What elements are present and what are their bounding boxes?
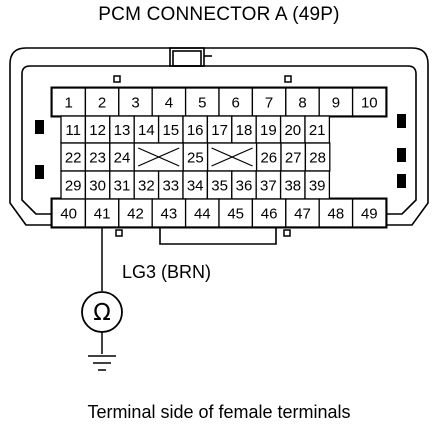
pin-label: 19 xyxy=(260,122,277,139)
pin-label: 3 xyxy=(131,95,139,112)
diagram-title: PCM CONNECTOR A (49P) xyxy=(98,4,340,25)
pin-label: 20 xyxy=(284,122,301,139)
pin-label: 41 xyxy=(94,206,111,223)
pin-label: 38 xyxy=(284,178,301,195)
pin-label: 34 xyxy=(187,178,204,195)
pin-label: 15 xyxy=(162,122,179,139)
pin-label: 48 xyxy=(328,206,345,223)
pin-label: 9 xyxy=(332,95,340,112)
pin-cell-8 xyxy=(285,87,320,117)
pin-label: 45 xyxy=(227,206,244,223)
bottom-key-left xyxy=(115,229,123,237)
pin-label: 30 xyxy=(89,178,106,195)
pin-cell-10 xyxy=(351,87,387,117)
pin-cell-21 xyxy=(304,115,331,144)
pin-label: 42 xyxy=(127,206,144,223)
pin-label: 43 xyxy=(161,206,178,223)
connector-housing-outer xyxy=(9,47,429,226)
pin-label: 37 xyxy=(260,178,277,195)
pin-label: 31 xyxy=(114,178,131,195)
pin-cell-31 xyxy=(109,170,135,200)
pin-label: 49 xyxy=(361,206,378,223)
cavity-cross-icon xyxy=(211,147,253,167)
pin-cell-14 xyxy=(133,115,160,144)
pin-label: 12 xyxy=(89,122,106,139)
pin-label: 39 xyxy=(309,178,326,195)
pin-label: 6 xyxy=(232,95,240,112)
pin-label: 35 xyxy=(211,178,228,195)
pin-label: 7 xyxy=(265,95,273,112)
pin-label: 33 xyxy=(162,178,179,195)
pin-label: 11 xyxy=(65,122,81,139)
top-latch-inner xyxy=(172,50,202,67)
pin-label: 5 xyxy=(198,95,206,112)
pin-label: 27 xyxy=(285,150,302,167)
pin-cell-47 xyxy=(285,198,320,228)
bottom-tab xyxy=(159,228,277,245)
pin-cell-33 xyxy=(157,170,184,200)
pin-cell-18 xyxy=(231,115,257,144)
right-lock-lower xyxy=(397,174,406,188)
pin-label: 13 xyxy=(114,122,131,139)
connector-housing-inner xyxy=(21,65,417,215)
pin-cell-6 xyxy=(218,87,254,117)
pin-cell-17 xyxy=(206,115,233,144)
right-lock-upper xyxy=(397,114,406,128)
ohmmeter-symbol: Ω xyxy=(93,300,111,326)
pin-label: 29 xyxy=(65,178,82,195)
pin-label: 1 xyxy=(65,95,73,112)
pin-label: 16 xyxy=(187,122,204,139)
pin-label: 26 xyxy=(260,150,277,167)
pin-cell-43 xyxy=(151,198,187,228)
pin-label: 25 xyxy=(187,150,204,167)
pin-label: 47 xyxy=(294,206,311,223)
pin-label: 24 xyxy=(114,150,131,167)
pin-cell-4 xyxy=(151,87,187,117)
pin-cell-46 xyxy=(251,198,287,228)
pin-label: 36 xyxy=(236,178,253,195)
pin-label: 21 xyxy=(309,122,326,139)
top-key-right xyxy=(284,75,292,83)
pin-cell-40 xyxy=(51,198,87,228)
pin-label: 22 xyxy=(65,150,82,167)
pin-cell-44 xyxy=(184,198,220,228)
pin-label: 23 xyxy=(89,150,106,167)
pin-cell-49 xyxy=(351,198,387,228)
pin-label: 8 xyxy=(298,95,306,112)
pin-label: 14 xyxy=(138,122,155,139)
cavity-cross-icon xyxy=(137,147,180,167)
pin-cell-15 xyxy=(157,115,184,144)
pin-label: 40 xyxy=(60,206,77,223)
pin-label: 17 xyxy=(211,122,228,139)
ground-icon xyxy=(88,355,116,371)
right-lock-mid xyxy=(397,148,406,162)
top-key-left xyxy=(113,75,121,83)
diagram-caption: Terminal side of female terminals xyxy=(87,402,351,422)
left-lock-upper xyxy=(35,120,44,134)
pin-label: 10 xyxy=(361,95,378,112)
wire-label: LG3 (BRN) xyxy=(122,262,212,282)
pin-label: 32 xyxy=(138,178,155,195)
pin-label: 28 xyxy=(309,150,326,167)
pin-label: 46 xyxy=(261,206,278,223)
pin-label: 18 xyxy=(236,122,253,139)
pin-cell-37 xyxy=(255,170,282,200)
bottom-key-right xyxy=(283,229,291,237)
pin-label: 44 xyxy=(194,206,211,223)
pin-label: 4 xyxy=(165,95,173,112)
left-lock-lower xyxy=(35,165,44,179)
pin-label: 2 xyxy=(98,95,106,112)
